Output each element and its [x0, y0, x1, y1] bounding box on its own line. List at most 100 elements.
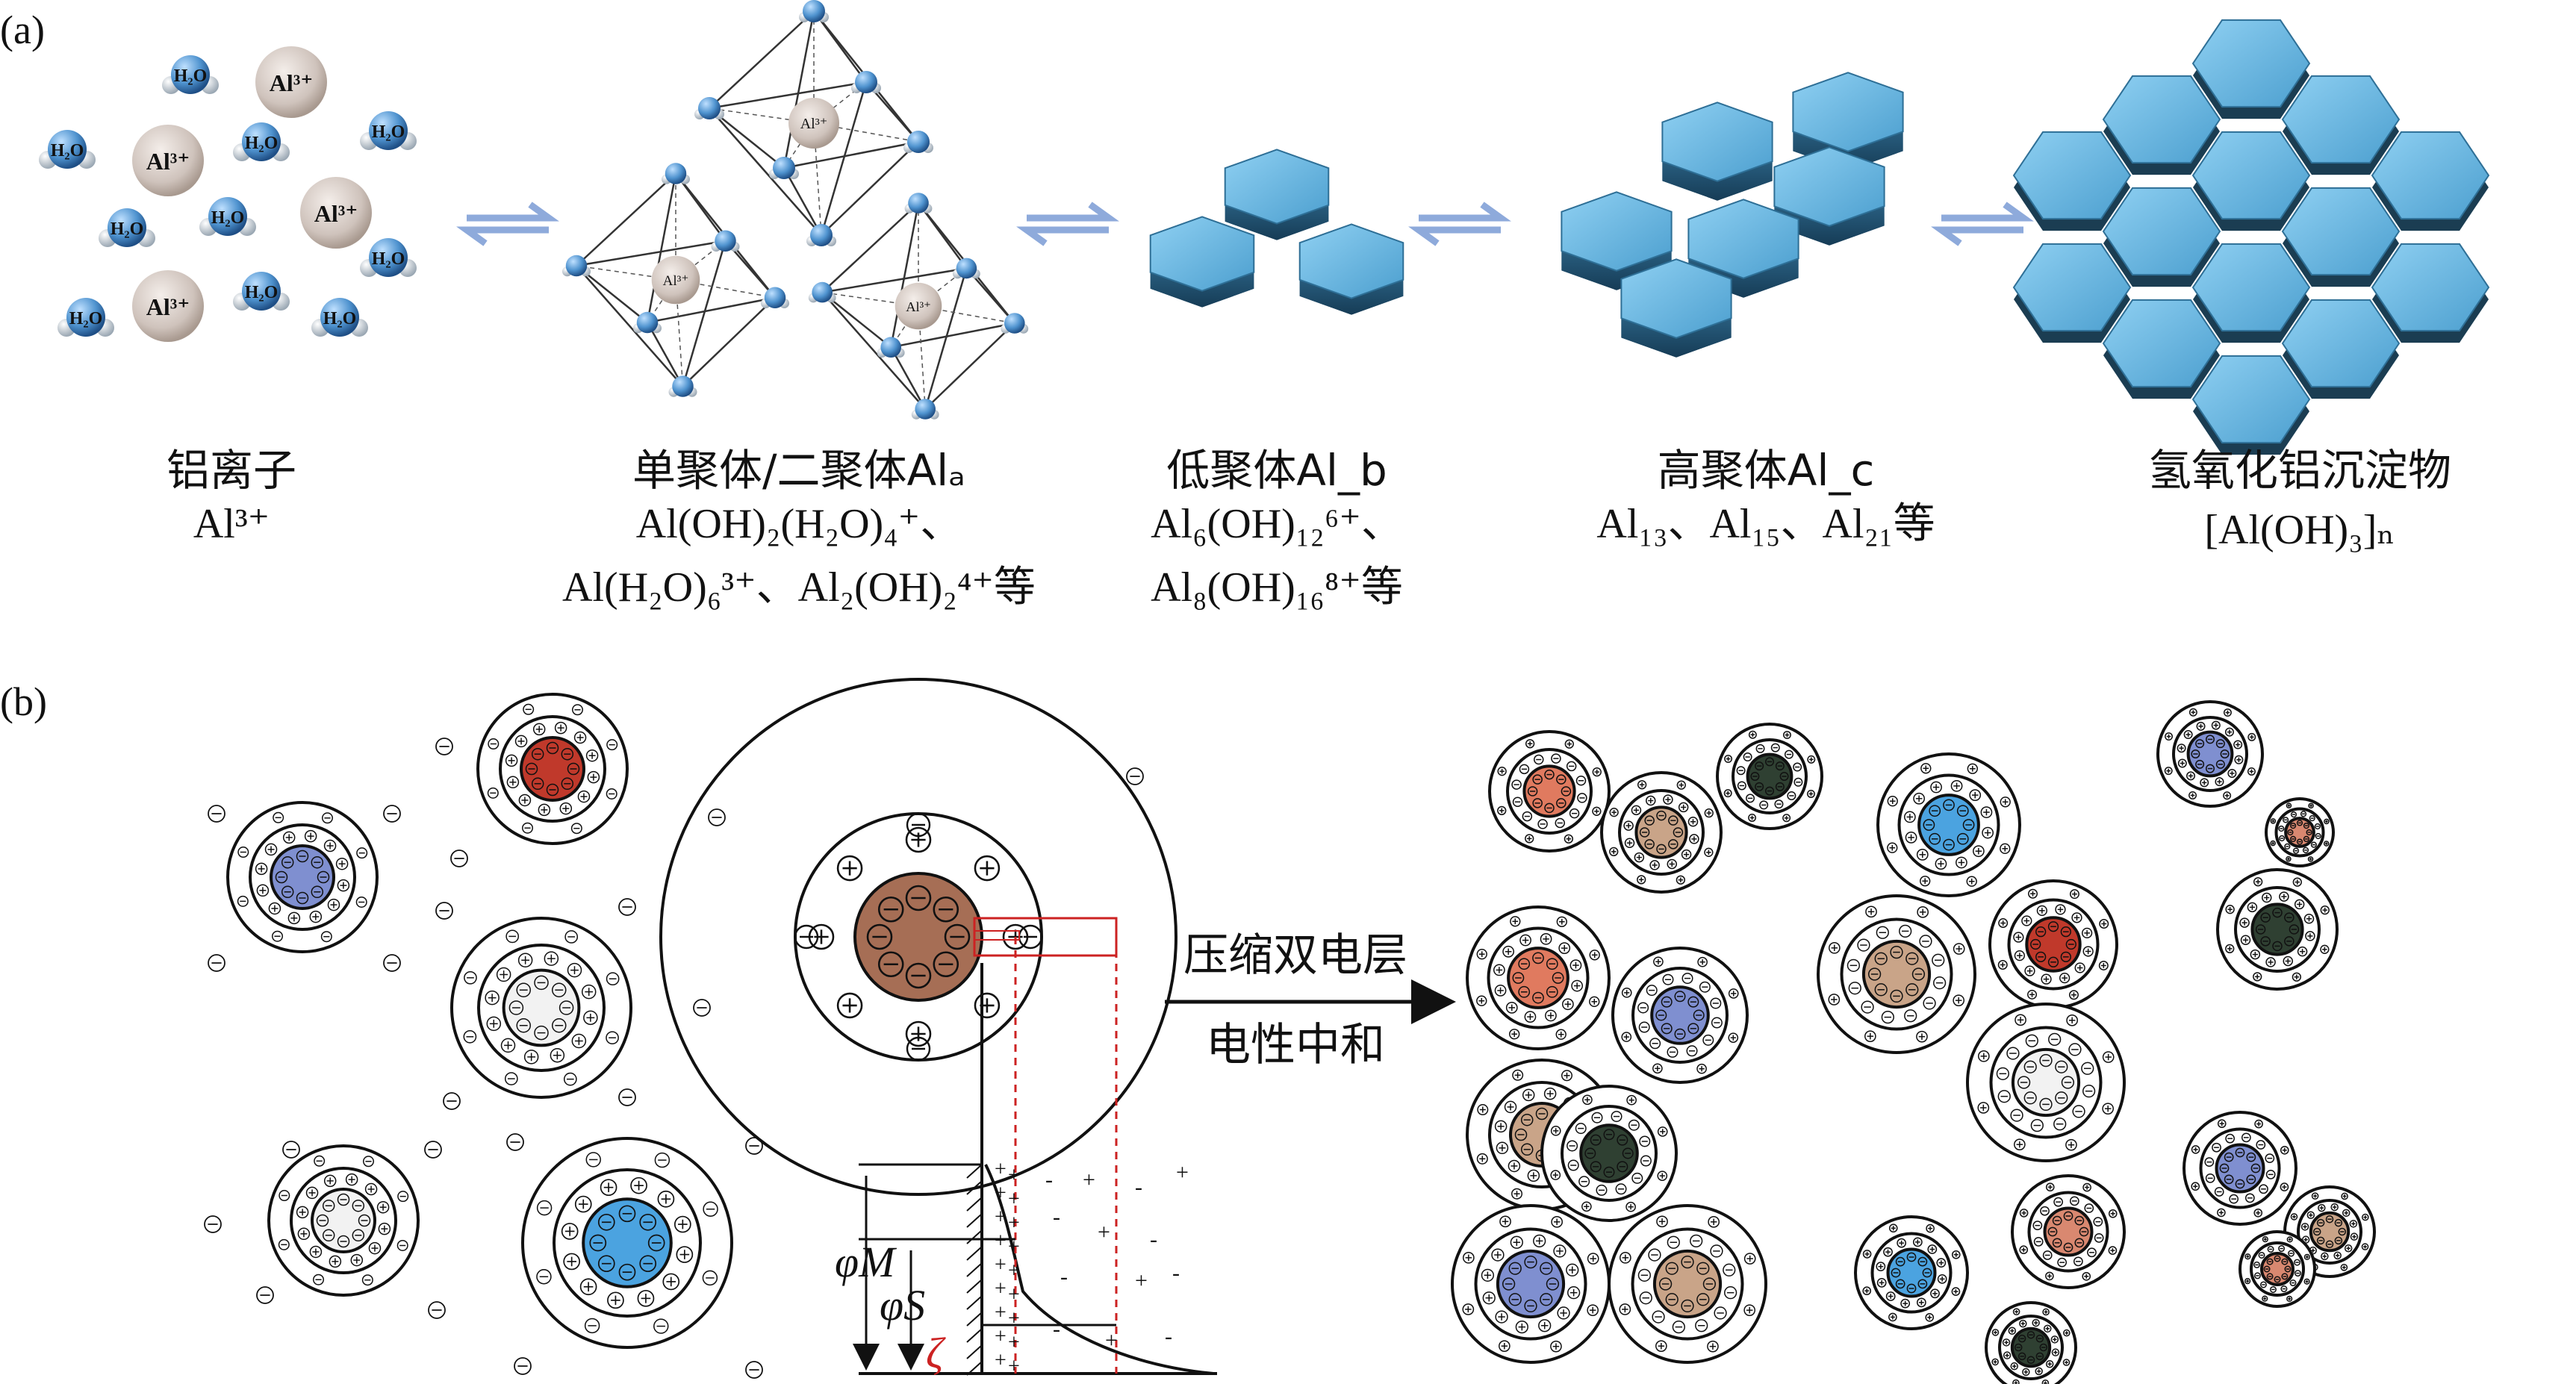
charge-ring [2204, 1157, 2215, 1168]
counter-ion-plus: + [995, 1325, 1007, 1348]
charge-ring [2066, 1014, 2079, 1026]
charge-ring [378, 1222, 391, 1235]
charge-ring [517, 953, 533, 968]
positive-charge [1561, 1070, 1572, 1082]
negative-charge [1770, 743, 1780, 752]
positive-charge [1991, 1358, 1999, 1366]
charge-ring [1917, 1279, 1928, 1289]
charge-ring [1708, 1215, 1720, 1228]
charge-ring [2060, 926, 2071, 938]
charge-ring [1535, 1107, 1549, 1120]
negative-charge [1527, 786, 1538, 797]
stern-layer [1474, 1227, 1587, 1341]
charge-ring [1497, 805, 1507, 816]
negative-charge [1710, 1244, 1723, 1258]
positive-charge [1704, 847, 1714, 857]
charge-ring [581, 984, 597, 1000]
positive-charge [486, 1016, 502, 1032]
negative-charge [1881, 1011, 1894, 1024]
negative-charge [1962, 819, 1975, 831]
charge-ring [2244, 1193, 2255, 1203]
charge-ring [2032, 1221, 2043, 1231]
charge-ring [1916, 848, 1929, 861]
positive-charge [1462, 1251, 1475, 1264]
charge-ring [1925, 1312, 1935, 1322]
negative-charge [1923, 997, 1936, 1010]
charge-ring [2278, 1245, 2286, 1253]
positive-charge [2051, 1348, 2060, 1356]
negative-charge [2023, 1060, 2037, 1073]
negative-charge [1658, 1277, 1673, 1291]
negative-charge [1667, 1046, 1679, 1058]
positive-charge [1807, 755, 1816, 764]
positive-charge [2177, 758, 2187, 768]
negative-charge [618, 1263, 636, 1281]
positive-charge [327, 898, 340, 911]
charge-ring [2240, 935, 2251, 945]
charge-ring [1577, 793, 1587, 803]
colloid-particle [2265, 797, 2335, 867]
negative-charge [2284, 912, 2295, 923]
al-label: Al³⁺ [146, 148, 190, 175]
charge-ring [2050, 1335, 2059, 1344]
charge-ring [1927, 1244, 1938, 1254]
charge-ring [525, 762, 538, 776]
negative-charge [488, 738, 500, 750]
charge-ring [1551, 1215, 1564, 1228]
negative-charge [1502, 1277, 1516, 1291]
positive-charge [1540, 932, 1552, 945]
charge-ring [1646, 985, 1658, 997]
negative-charge [311, 855, 324, 869]
negative-charge [2225, 1133, 2236, 1144]
charge-ring [1674, 991, 1686, 1003]
charge-ring [657, 1190, 675, 1208]
negative-charge [1848, 982, 1861, 995]
positive-charge [517, 953, 533, 968]
negative-charge [559, 1000, 574, 1015]
charge-ring [2017, 1076, 2031, 1089]
positive-charge [2262, 1295, 2268, 1302]
negative-charge [1551, 753, 1561, 764]
charge-ring [485, 990, 500, 1006]
negative-charge [2289, 835, 2297, 843]
charge-ring [1728, 988, 1739, 999]
bond-edge [709, 107, 822, 236]
negative-charge [1590, 1161, 1602, 1173]
oxygen-atom [908, 193, 929, 213]
negative-charge [606, 739, 618, 751]
cell-face [2102, 299, 2221, 388]
negative-charge [1906, 1252, 1917, 1262]
negative-charge [523, 703, 535, 715]
charge-ring [1494, 1120, 1508, 1133]
negative-charge [2035, 951, 2047, 962]
negative-charge [358, 1214, 371, 1227]
co-ion-minus: - [1053, 1317, 1060, 1341]
charge-ring [282, 1141, 300, 1159]
charge-ring [1524, 1299, 1537, 1313]
oxygen-atom [698, 97, 721, 119]
charge-ring [2279, 891, 2289, 902]
charge-ring [1874, 983, 1888, 997]
negative-charge [1561, 786, 1572, 797]
positive-charge [1556, 916, 1567, 927]
positive-charge [1553, 1244, 1567, 1258]
positive-charge [1502, 945, 1515, 958]
forward-arrow [1941, 202, 2034, 222]
cell-face [2281, 187, 2401, 276]
negative-charge [2338, 1227, 2347, 1236]
charge-ring [2258, 1251, 2265, 1259]
charge-ring [1689, 834, 1699, 844]
positive-charge [1566, 1263, 1579, 1277]
charge-ring [514, 735, 528, 748]
charge-ring [2060, 951, 2071, 962]
charge-ring [1673, 827, 1684, 838]
charge-ring [2072, 1105, 2085, 1118]
negative-charge [2074, 1215, 2085, 1226]
reverse-arrow [1408, 226, 1501, 246]
negative-charge [1736, 766, 1746, 776]
charge-ring [2283, 956, 2293, 967]
negative-charge [1847, 958, 1860, 972]
counter-ion-plus: + [1008, 1283, 1020, 1306]
positive-charge [1499, 1215, 1511, 1228]
charge-ring [2027, 989, 2038, 1000]
